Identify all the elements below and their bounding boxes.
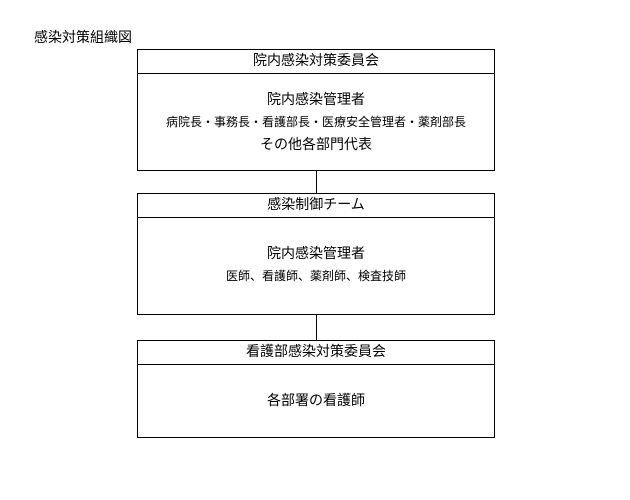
box-line: 医師、看護師、薬剤師、検査技師: [225, 269, 406, 283]
page-title: 感染対策組織図: [34, 30, 132, 46]
box-header: 看護部感染対策委員会: [138, 341, 494, 365]
box-header: 院内感染対策委員会: [138, 50, 494, 74]
infection-control-committee-box: 院内感染対策委員会 院内感染管理者 病院長・事務長・看護部長・医療安全管理者・薬…: [137, 49, 495, 171]
connector-line: [316, 315, 317, 340]
box-body: 院内感染管理者 医師、看護師、薬剤師、検査技師: [138, 218, 494, 314]
box-line: その他各部門代表: [260, 137, 372, 153]
connector-line: [316, 171, 317, 193]
box-line: 各部署の看護師: [267, 393, 365, 409]
box-line: 院内感染管理者: [267, 246, 365, 262]
box-body: 各部署の看護師: [138, 365, 494, 437]
nursing-infection-committee-box: 看護部感染対策委員会 各部署の看護師: [137, 340, 495, 438]
box-line: 院内感染管理者: [267, 92, 365, 108]
box-header: 感染制御チーム: [138, 194, 494, 218]
infection-control-team-box: 感染制御チーム 院内感染管理者 医師、看護師、薬剤師、検査技師: [137, 193, 495, 315]
box-line: 病院長・事務長・看護部長・医療安全管理者・薬剤部長: [165, 115, 466, 129]
box-body: 院内感染管理者 病院長・事務長・看護部長・医療安全管理者・薬剤部長 その他各部門…: [138, 74, 494, 170]
